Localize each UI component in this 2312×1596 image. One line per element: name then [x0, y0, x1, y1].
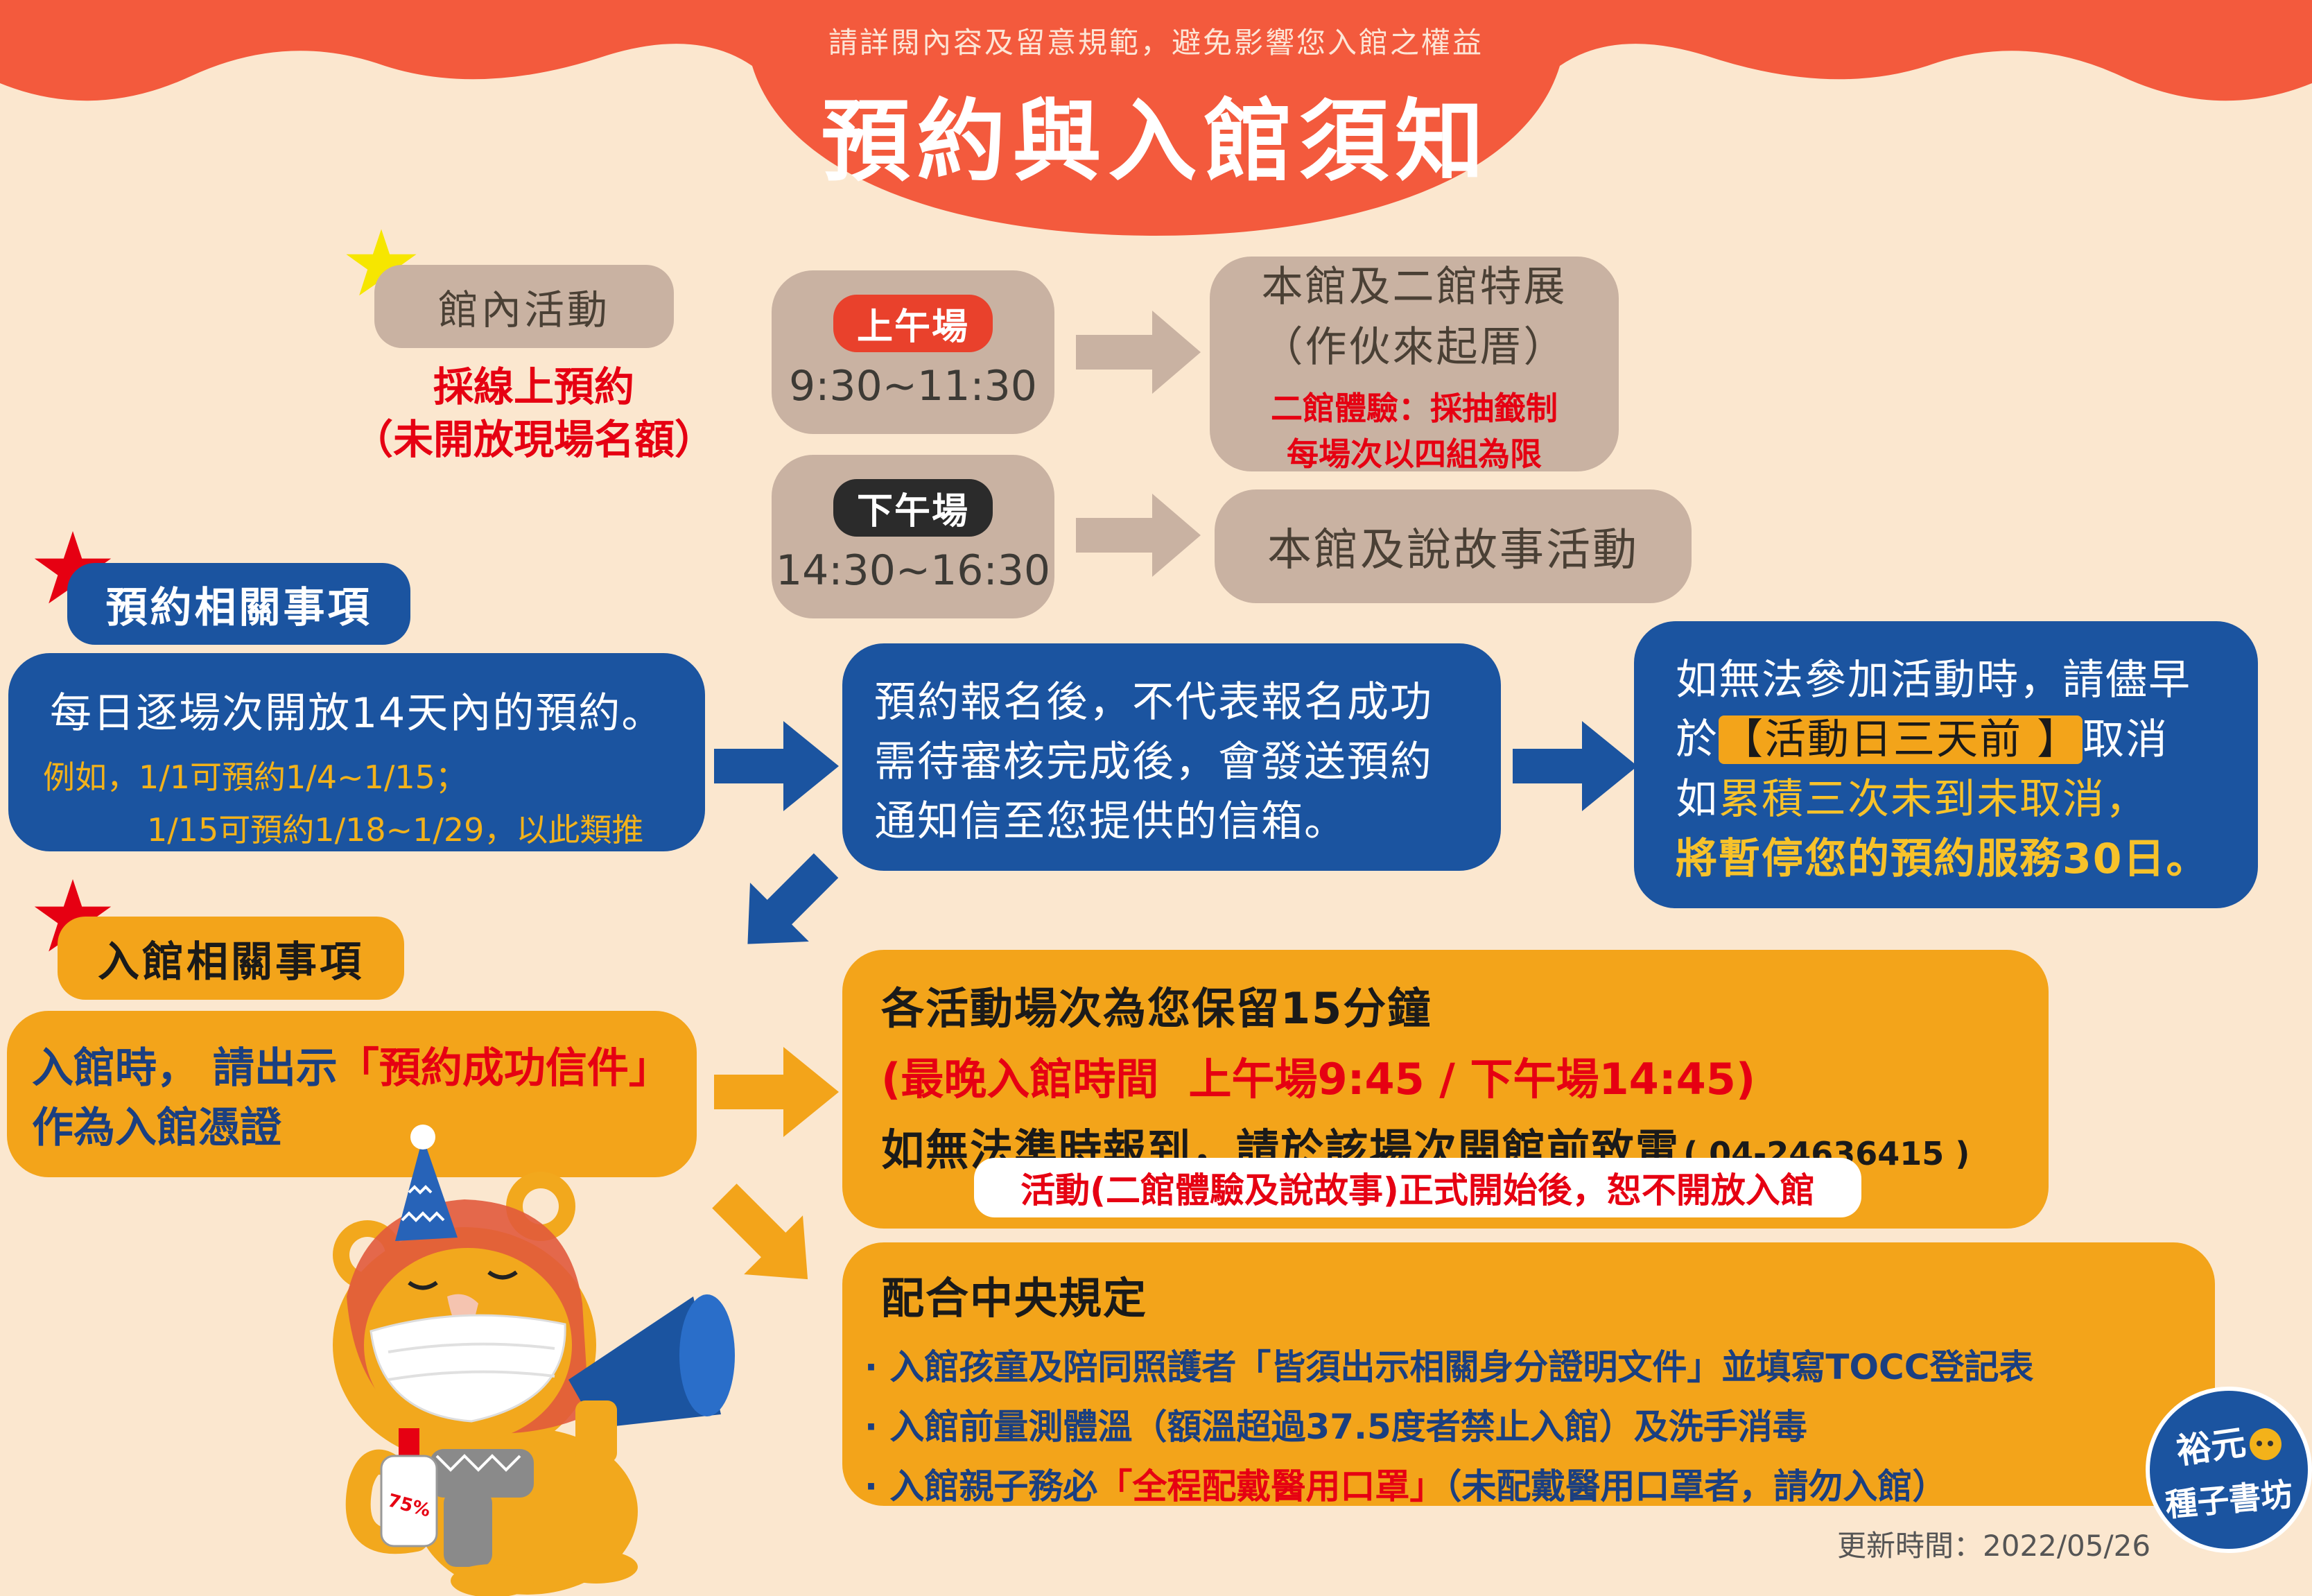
entry-box3-item3-post: （未配戴醫用口罩者，請勿入館） — [1444, 1466, 1947, 1507]
mask-rule-highlight: 「全程配戴醫用口罩」 — [1097, 1466, 1445, 1507]
morning-target-note2: 每場次以四組為限 — [1287, 435, 1542, 473]
activities-note-line1: 採線上預約 — [433, 363, 634, 410]
arrow-down-right-icon — [712, 1183, 808, 1280]
mascot-tiger-illustration: 75% — [333, 1125, 735, 1596]
entry-box3-title: 配合中央規定 — [881, 1273, 1148, 1324]
reservation-box-3: 如無法參加活動時，請儘早 於【活動日三天前 】取消 如累積三次未到未取消， 將暫… — [1634, 621, 2258, 908]
star-icon — [346, 229, 417, 296]
activities-note: 採線上預約 （未開放現場名額） — [326, 361, 742, 466]
reservation-box3-line2-pre: 於 — [1676, 715, 1719, 764]
morning-target-note1: 二館體驗：採抽籤制 — [1271, 390, 1558, 427]
morning-target-box: 本館及二館特展 （作伙來起厝） 二館體驗：採抽籤制 每場次以四組為限 — [1210, 257, 1619, 473]
reservation-box3-line1: 如無法參加活動時，請儘早 — [1676, 656, 2191, 704]
entry-box2-line2: (最晚入館時間 上午場9:45 / 下午場14:45) — [881, 1054, 1756, 1104]
update-timestamp: 更新時間：2022/05/26 — [1837, 1529, 2151, 1563]
reservation-box3-line3: 如累積三次未到未取消， — [1676, 770, 2258, 829]
entry-box1-line2: 作為入館憑證 — [32, 1104, 281, 1152]
arrow-right-icon — [1076, 494, 1201, 577]
no-show-warning: 累積三次未到未取消， — [1719, 775, 2148, 824]
afternoon-target-box: 本館及說故事活動 — [1215, 489, 1692, 603]
morning-target-line2: （作伙來起厝） — [1261, 323, 1567, 372]
afternoon-session-box: 下午場 14:30~16:30 — [772, 455, 1054, 618]
arrow-right-icon — [1513, 721, 1637, 811]
reservation-box-1: 每日逐場次開放14天內的預約。 例如，1/1可預約1/4~1/15； 1/15可… — [8, 653, 705, 851]
success-email-highlight: 「預約成功信件」 — [337, 1044, 670, 1093]
header-subtitle: 請詳閱內容及留意規範，避免影響您入館之權益 — [828, 26, 1484, 60]
reservation-box-2: 預約報名後，不代表報名成功 需待審核完成後，會發送預約 通知信至您提供的信箱。 — [842, 643, 1501, 871]
reservation-box2-line2: 需待審核完成後，會發送預約 — [874, 738, 1433, 786]
morning-badge: 上午場 — [833, 294, 993, 352]
page-title: 預約與入館須知 — [821, 90, 1491, 193]
entry-box3-item3-pre: · 入館親子務必 — [864, 1466, 1098, 1507]
activities-tag: 館內活動 — [374, 265, 674, 348]
reservation-box2-line3: 通知信至您提供的信箱。 — [874, 797, 1347, 846]
arrow-down-left-icon — [747, 853, 839, 944]
reservation-tag: 預約相關事項 — [67, 563, 410, 645]
header-banner — [0, 0, 2312, 236]
reservation-box3-line3-pre: 如 — [1676, 775, 1719, 824]
reservation-box1-line3: 1/15可預約1/18~1/29，以此類推 — [147, 811, 644, 849]
orange-icon — [2250, 1428, 2281, 1460]
cancel-deadline-highlight: 【活動日三天前 】 — [1719, 715, 2083, 764]
afternoon-badge: 下午場 — [833, 478, 993, 537]
afternoon-target: 本館及說故事活動 — [1267, 525, 1639, 576]
reservation-box3-line2-post: 取消 — [2083, 715, 2169, 764]
reservation-box3-line4: 將暫停您的預約服務30日。 — [1676, 835, 2209, 883]
reservation-box1-line1: 每日逐場次開放14天內的預約。 — [50, 689, 665, 738]
star-icon — [34, 879, 112, 952]
entry-box-1: 入館時， 請出示「預約成功信件」 作為入館憑證 — [7, 1011, 697, 1177]
entry-box2-line1: 各活動場次為您保留15分鐘 — [881, 983, 1432, 1034]
arrow-right-icon — [714, 1047, 839, 1137]
entry-box3-item1: · 入館孩童及陪同照護者「皆須出示相關身分證明文件」並填寫TOCC登記表 — [864, 1347, 2034, 1387]
entry-box-3: 配合中央規定 · 入館孩童及陪同照護者「皆須出示相關身分證明文件」並填寫TOCC… — [842, 1242, 2215, 1509]
entry-box3-item3: · 入館親子務必「全程配戴醫用口罩」（未配戴醫用口罩者，請勿入館） — [864, 1459, 2215, 1509]
reservation-box1-line2: 例如，1/1可預約1/4~1/15； — [43, 758, 467, 796]
morning-target-line1: 本館及二館特展 — [1261, 263, 1567, 311]
afternoon-time: 14:30~16:30 — [775, 546, 1051, 595]
reservation-box2-line1: 預約報名後，不代表報名成功 — [874, 678, 1433, 727]
entry-tag: 入館相關事項 — [58, 917, 404, 1000]
morning-session-box: 上午場 9:30~11:30 — [772, 270, 1054, 434]
arrow-right-icon — [1076, 311, 1201, 394]
logo-line2: 種子書坊 — [2164, 1475, 2295, 1524]
activities-note-line2: （未開放現場名額） — [352, 416, 715, 463]
morning-time: 9:30~11:30 — [789, 361, 1037, 410]
arrow-right-icon — [714, 721, 839, 811]
entry-box1-line1-pre: 入館時， 請出示 — [32, 1044, 338, 1093]
brand-logo: 裕元 種子書坊 — [2146, 1387, 2312, 1553]
reservation-box3-line2: 於【活動日三天前 】取消 — [1676, 710, 2258, 770]
star-icon — [34, 531, 112, 604]
logo-line1: 裕元 — [2174, 1422, 2249, 1472]
entry-notice-badge: 活動(二館體驗及說故事)正式開始後，恕不開放入館 — [974, 1158, 1861, 1217]
entry-box1-line1: 入館時， 請出示「預約成功信件」 — [32, 1039, 697, 1098]
entry-box3-item2: · 入館前量測體溫（額溫超過37.5度者禁止入館）及洗手消毒 — [864, 1407, 1807, 1447]
